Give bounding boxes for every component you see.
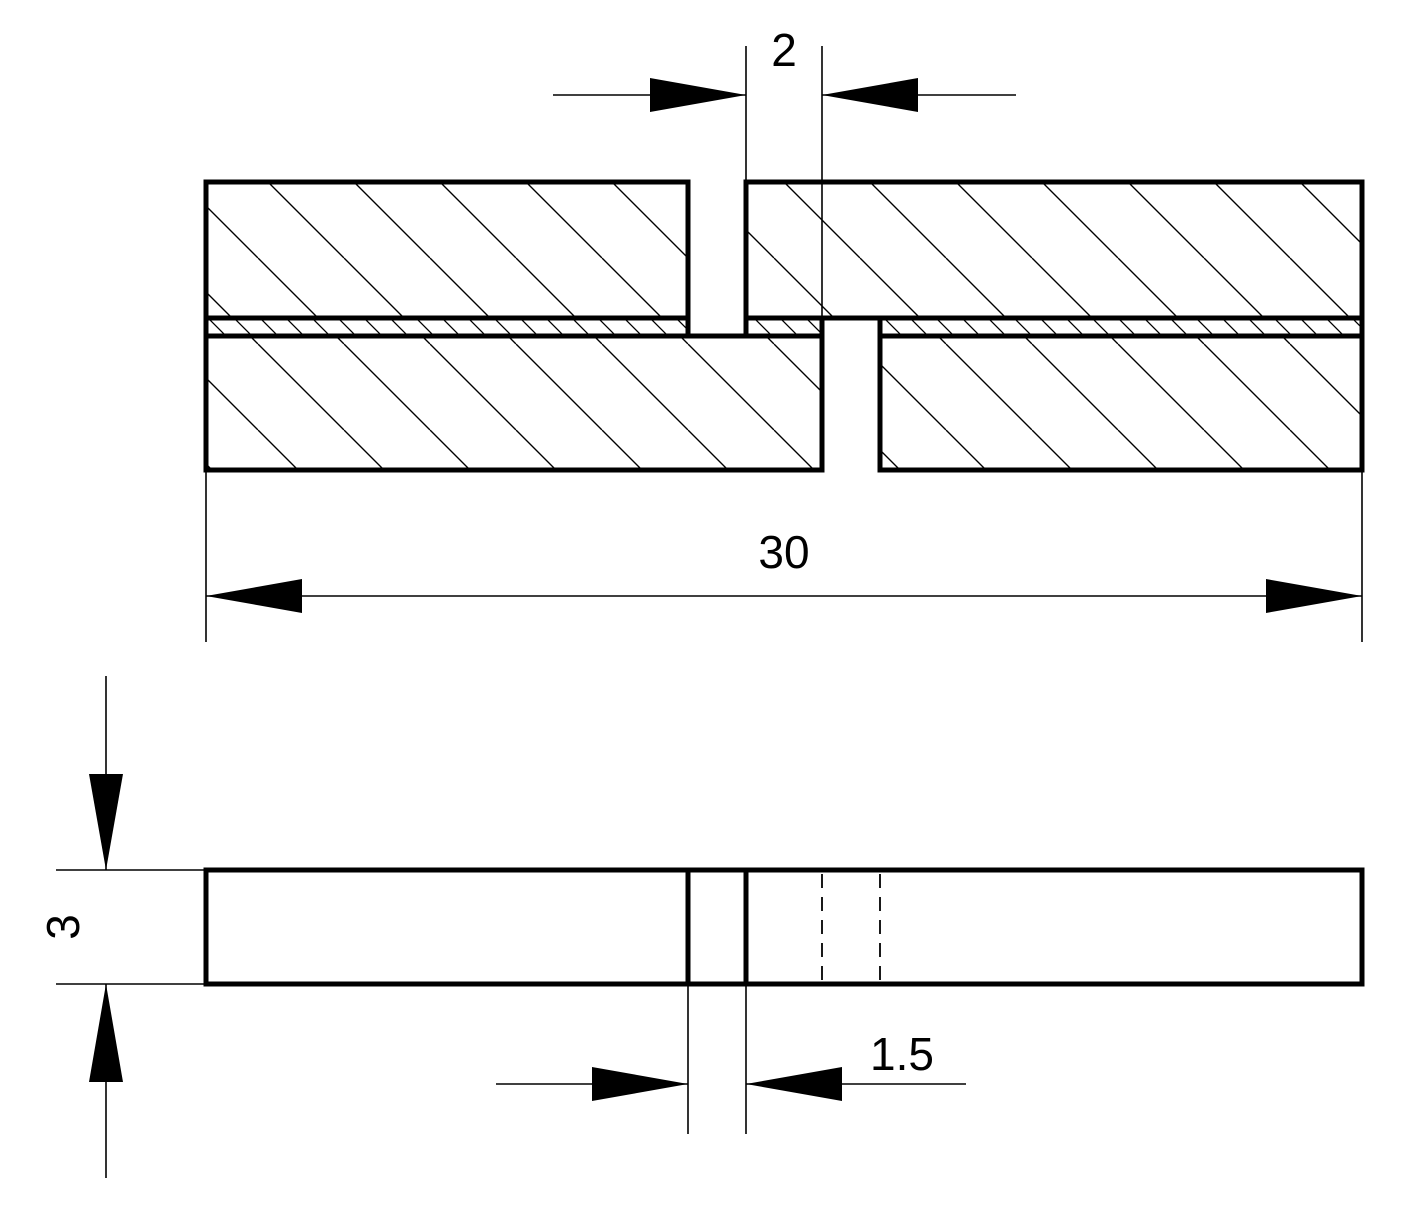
gap-arrow-left	[650, 78, 746, 112]
slot-arrow-left	[592, 1067, 688, 1101]
length-arrow-left	[206, 579, 302, 613]
length-dimension-label: 30	[758, 526, 809, 578]
length-dimension: 30	[205, 472, 1363, 642]
thickness-arrow-top	[89, 774, 123, 870]
section-view	[203, 179, 1365, 473]
upper-left-plate	[203, 179, 691, 321]
lower-left-plate	[203, 333, 825, 473]
gap-dimension-label: 2	[771, 24, 797, 76]
interlayer-right	[877, 315, 1365, 339]
side-view	[203, 867, 1365, 987]
lower-right-plate	[877, 333, 1365, 473]
slot-arrow-right	[746, 1067, 842, 1101]
interlayer-left	[203, 315, 691, 339]
length-arrow-right	[1266, 579, 1362, 613]
interlayer-mid	[743, 315, 825, 339]
thickness-dimension: 3	[37, 676, 206, 1178]
hidden-slot	[821, 874, 881, 980]
thickness-dimension-label: 3	[37, 914, 89, 940]
thickness-arrow-bottom	[89, 984, 123, 1082]
side-view-outline	[203, 867, 1365, 987]
slot-dimension-label: 1.5	[870, 1028, 934, 1080]
gap-arrow-right	[822, 78, 918, 112]
upper-right-plate	[743, 179, 1365, 321]
slot-dimension: 1.5	[496, 984, 966, 1134]
gap-dimension: 2	[553, 24, 1016, 318]
